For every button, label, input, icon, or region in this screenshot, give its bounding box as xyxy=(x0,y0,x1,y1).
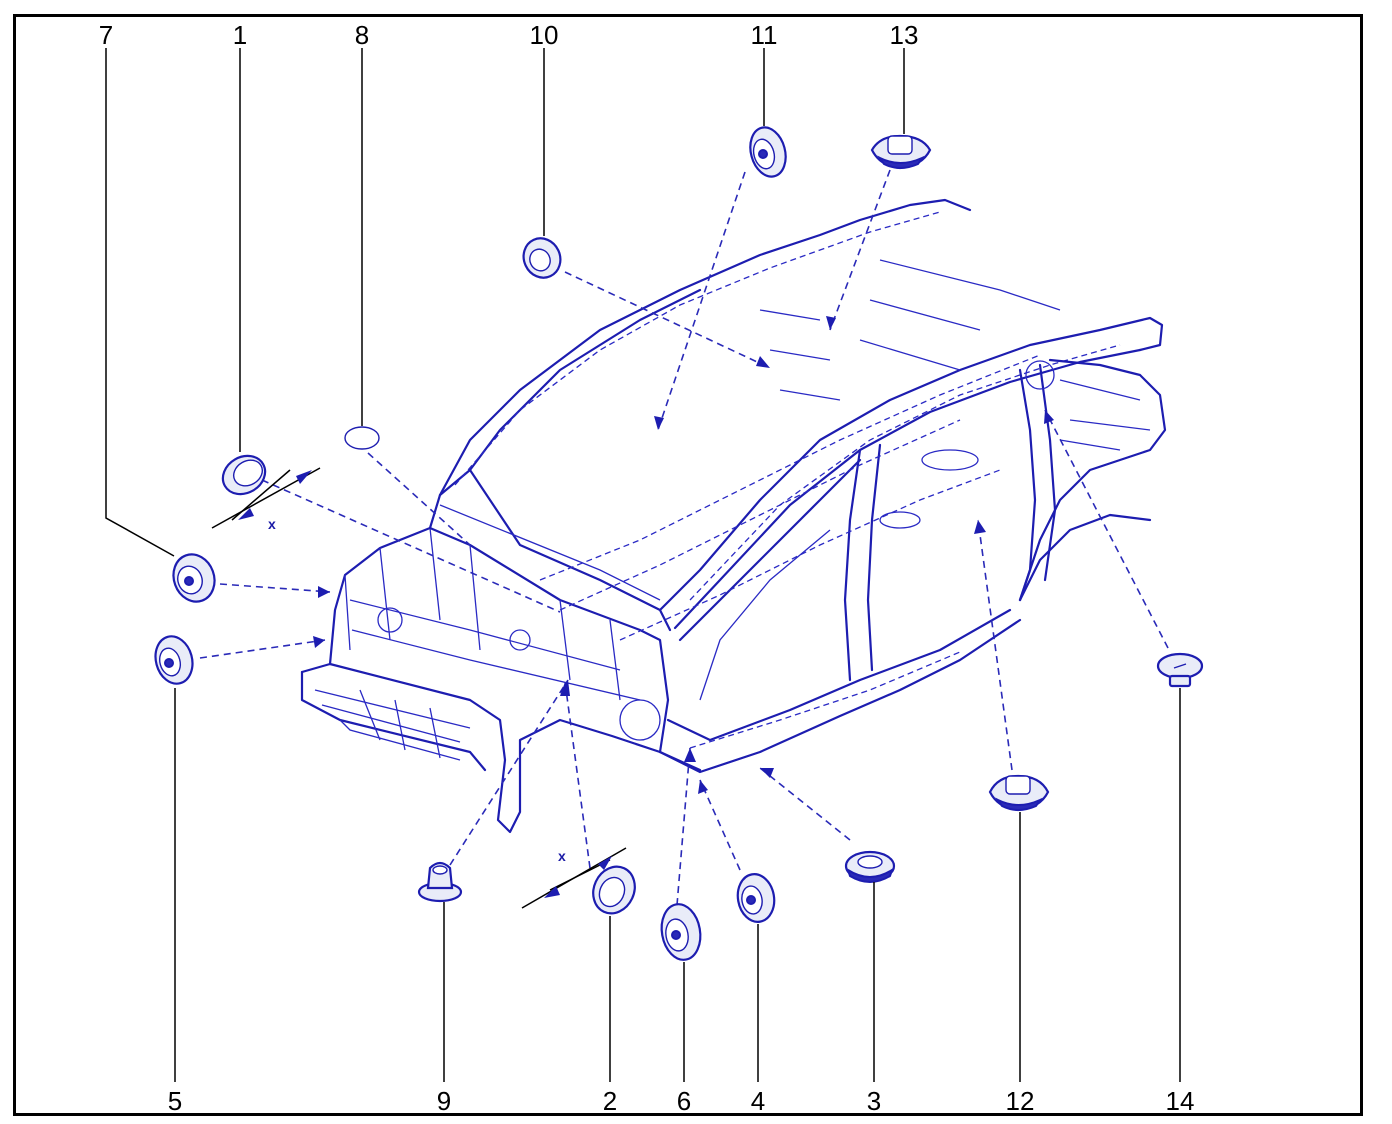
dimension-x-label-upper: x xyxy=(268,516,276,532)
callout-5: 5 xyxy=(168,1086,182,1116)
car-body-frame xyxy=(300,198,1167,834)
callout-3: 3 xyxy=(867,1086,881,1116)
callout-11: 11 xyxy=(751,20,778,50)
part-5-plug xyxy=(154,635,194,685)
part-3-grommet xyxy=(844,850,896,883)
arrow-heads xyxy=(313,316,1054,794)
dimension-lower: x xyxy=(521,847,627,909)
dimension-x-label-lower: x xyxy=(558,848,566,864)
part-11-plug xyxy=(749,126,787,178)
callout-10: 10 xyxy=(530,20,559,50)
part-14-clip xyxy=(1156,652,1204,688)
callout-6: 6 xyxy=(677,1086,691,1116)
part-9-pin xyxy=(417,861,463,903)
part-7-plug xyxy=(172,553,216,603)
part-4-plug xyxy=(736,873,776,923)
callout-1: 1 xyxy=(233,20,247,50)
callout-12: 12 xyxy=(1006,1086,1035,1116)
callout-8: 8 xyxy=(355,20,369,50)
callout-4: 4 xyxy=(751,1086,765,1116)
part-13-grommet xyxy=(870,134,932,170)
callout-13: 13 xyxy=(890,20,919,50)
part-8-ring xyxy=(344,426,380,450)
part-6-plug xyxy=(660,903,702,961)
callout-7: 7 xyxy=(99,20,113,50)
part-10-grommet xyxy=(522,237,562,279)
dimension-upper: x xyxy=(211,467,321,532)
callout-numbers: 7 1 8 10 11 13 5 9 2 6 4 3 12 14 xyxy=(99,20,1195,1116)
callout-2: 2 xyxy=(603,1086,617,1116)
part-2-grommet xyxy=(592,865,636,915)
callout-14: 14 xyxy=(1166,1086,1195,1116)
leader-lines xyxy=(105,48,1181,1082)
assembly-lines xyxy=(199,169,1169,906)
part-12-grommet xyxy=(988,774,1050,812)
part-1-grommet xyxy=(221,454,267,496)
callout-9: 9 xyxy=(437,1086,451,1116)
